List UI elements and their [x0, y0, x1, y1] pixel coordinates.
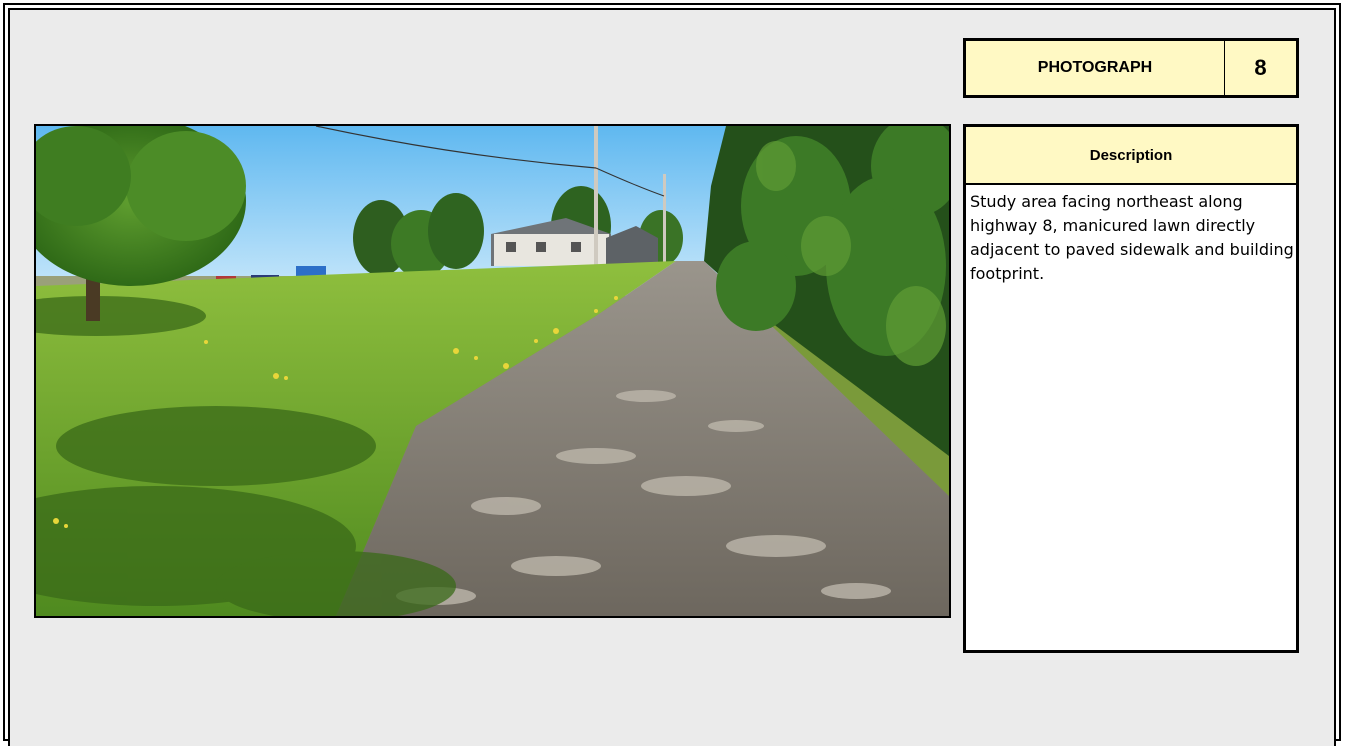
photograph-number-box: PHOTOGRAPH 8: [963, 38, 1299, 98]
photograph-image: [36, 126, 949, 616]
photograph-label: PHOTOGRAPH: [966, 41, 1225, 95]
photograph-number: 8: [1254, 55, 1267, 80]
description-box: Description Study area facing northeast …: [963, 124, 1299, 653]
description-text: Study area facing northeast along highwa…: [970, 192, 1294, 283]
site-photograph: [34, 124, 951, 618]
description-heading: Description: [966, 127, 1296, 185]
